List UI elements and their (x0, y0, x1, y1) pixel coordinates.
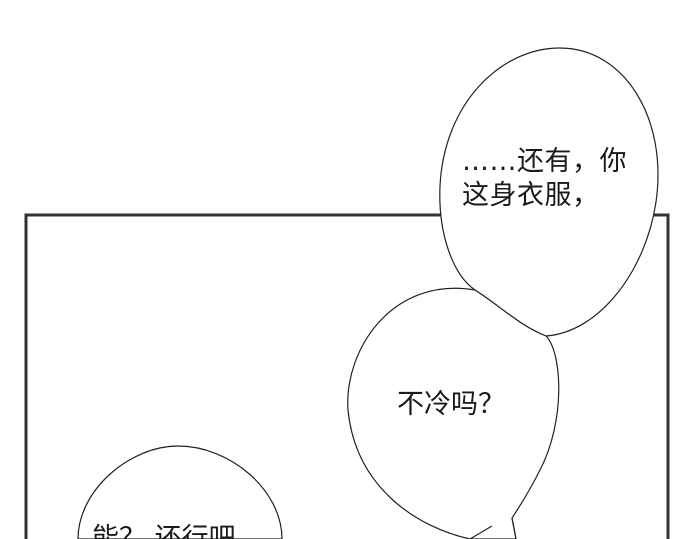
speech-bubble-tail (469, 517, 517, 539)
panel-border (24, 213, 670, 539)
bubble-text-top-line-2: 这身衣服， (462, 180, 600, 212)
bubble-text-middle: 不冷吗？ (397, 389, 505, 420)
speech-bubble-bottom-left (77, 445, 283, 539)
bubble-text-top-line-1: ……还有，你 (462, 146, 627, 177)
bubble-text-bottom-left: 能？ 还行吧 (92, 523, 236, 539)
bubble-text-top: ……还有，你 这身衣服， (462, 146, 627, 214)
